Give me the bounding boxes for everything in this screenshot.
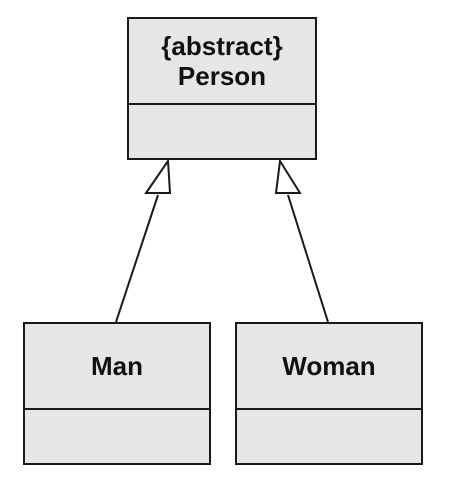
man-name-compartment: Man <box>25 324 209 410</box>
woman-attributes-compartment <box>237 410 421 463</box>
person-name-compartment: {abstract} Person <box>129 19 315 105</box>
man-to-person-line <box>115 194 159 323</box>
woman-class-name: Woman <box>282 351 376 381</box>
man-attributes-compartment <box>25 410 209 463</box>
person-attributes-compartment <box>129 105 315 158</box>
person-stereotype: {abstract} <box>161 31 283 61</box>
man-generalization-arrowhead <box>144 158 172 194</box>
person-class-name: Person <box>177 61 267 91</box>
woman-class-box[interactable]: Woman <box>235 322 423 465</box>
man-class-box[interactable]: Man <box>23 322 211 465</box>
person-class-box[interactable]: {abstract} Person <box>127 17 317 160</box>
woman-to-person-line <box>287 194 329 323</box>
man-class-name: Man <box>91 351 143 381</box>
woman-name-compartment: Woman <box>237 324 421 410</box>
woman-generalization-arrowhead <box>274 158 302 194</box>
